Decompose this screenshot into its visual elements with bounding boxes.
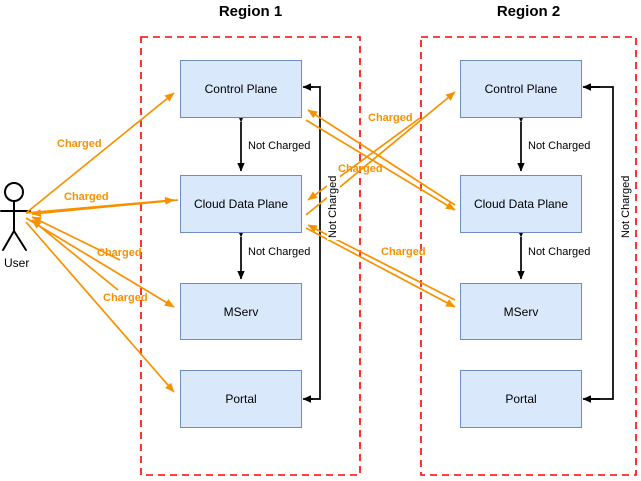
label-charged-user-to-r1-portal: Charged [103,292,148,304]
label-r2-portal-cp-not-charged: Not Charged [620,173,633,240]
user-label: User [4,256,30,270]
r1-edge-portal-cp [302,83,321,403]
node-r2-mserv[interactable]: MServ [460,283,582,340]
node-r2-portal[interactable]: Portal [460,370,582,428]
region1-title: Region 1 [218,3,283,20]
charged-user-to-r1-control-plane [25,92,175,214]
label-r1-cdp-mserv-not-charged: Not Charged [246,246,313,259]
label-r2-cdp-mserv-not-charged: Not Charged [526,246,593,259]
node-r1-portal[interactable]: Portal [180,370,302,428]
node-r1-control-plane[interactable]: Control Plane [180,60,302,118]
charged-user-to-r1-mserv [25,217,175,308]
node-r1-cloud-data-plane[interactable]: Cloud Data Plane [180,175,302,233]
label-r1-cp-cdp-not-charged: Not Charged [246,140,313,153]
charged-returns-to-user [31,199,179,291]
user-actor-icon [0,182,31,251]
charged-r2-cdp-to-r1-control-plane [307,109,456,206]
label-r2-cp-cdp-not-charged: Not Charged [526,140,593,153]
label-charged-r2-to-r1-cloud-data-plane: Charged [338,163,383,175]
charged-user-to-r1-portal [25,221,175,393]
node-r1-mserv[interactable]: MServ [180,283,302,340]
label-charged-r1-to-r2-control-plane: Charged [368,112,413,124]
node-r2-cloud-data-plane[interactable]: Cloud Data Plane [460,175,582,233]
charged-r1-to-r2-cloud-data-plane [305,119,456,211]
label-r1-portal-cp-not-charged: Not Charged [327,173,340,240]
label-charged-user-to-r1-mserv: Charged [97,247,142,259]
r2-edge-portal-cp [582,83,614,403]
label-charged-user-to-r1-cloud-data-plane: Charged [64,191,109,203]
label-charged-r1-to-r2-mserv: Charged [381,246,426,258]
node-r2-control-plane[interactable]: Control Plane [460,60,582,118]
region2-boundary [420,36,637,476]
region2-title: Region 2 [496,3,561,20]
label-charged-user-to-r1-control-plane: Charged [57,138,102,150]
charged-r2-to-r1-cloud-data-plane [307,117,421,201]
charged-r1-to-r2-mserv [305,227,456,308]
